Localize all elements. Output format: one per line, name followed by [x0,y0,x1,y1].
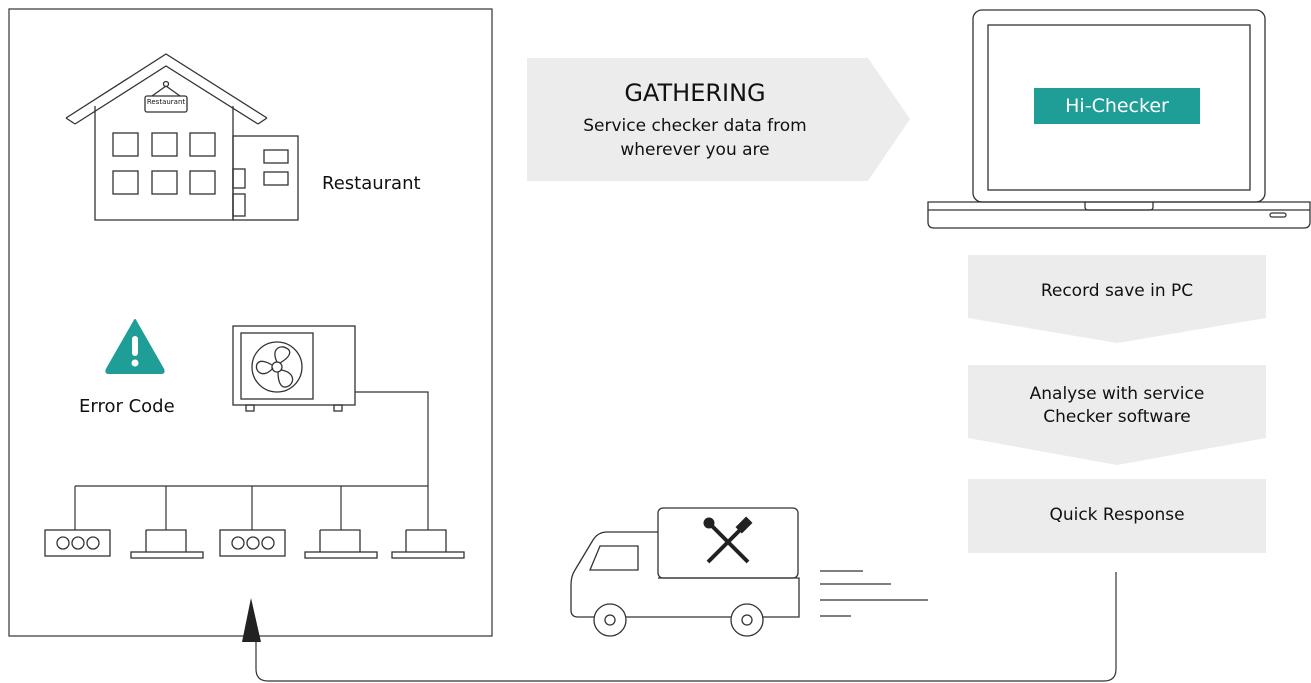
indoor-unit-cassette-1 [44,529,111,557]
gathering-line-2: wherever you are [620,140,770,160]
restaurant-sign-text: Restaurant [146,98,186,106]
step-box-3 [968,479,1266,553]
laptop-icon [927,9,1311,229]
restaurant-label: Restaurant [322,173,421,194]
return-arrowhead [242,598,261,642]
hi-checker-label: Hi-Checker [1065,95,1169,117]
return-line [255,572,1117,682]
service-truck-icon [570,507,800,637]
gathering-title: GATHERING [624,79,766,107]
step-2-label-line-2: Checker software [1043,407,1191,427]
gathering-line-1: Service checker data from [583,116,807,136]
restaurant-building-icon [65,53,299,221]
indoor-unit-ceiling-3 [391,529,465,559]
warning-icon [105,319,165,374]
step-chevron-1 [968,255,1266,343]
outdoor-ac-unit-icon [232,325,356,412]
step-1-label: Record save in PC [1040,281,1194,301]
step-3-label: Quick Response [1049,505,1185,525]
site-frame [8,8,493,637]
speed-lines [820,570,928,617]
indoor-unit-cassette-2 [219,529,286,557]
step-2-label-line-1: Analyse with service [1029,384,1205,404]
gathering-arrow [527,58,910,181]
error-code-label: Error Code [79,396,175,417]
tools-icon [703,516,753,564]
piping-network [74,391,429,530]
hi-checker-badge [1034,88,1200,124]
indoor-unit-ceiling-2 [304,529,378,559]
indoor-unit-ceiling-1 [130,529,204,559]
step-chevron-2 [968,365,1266,465]
